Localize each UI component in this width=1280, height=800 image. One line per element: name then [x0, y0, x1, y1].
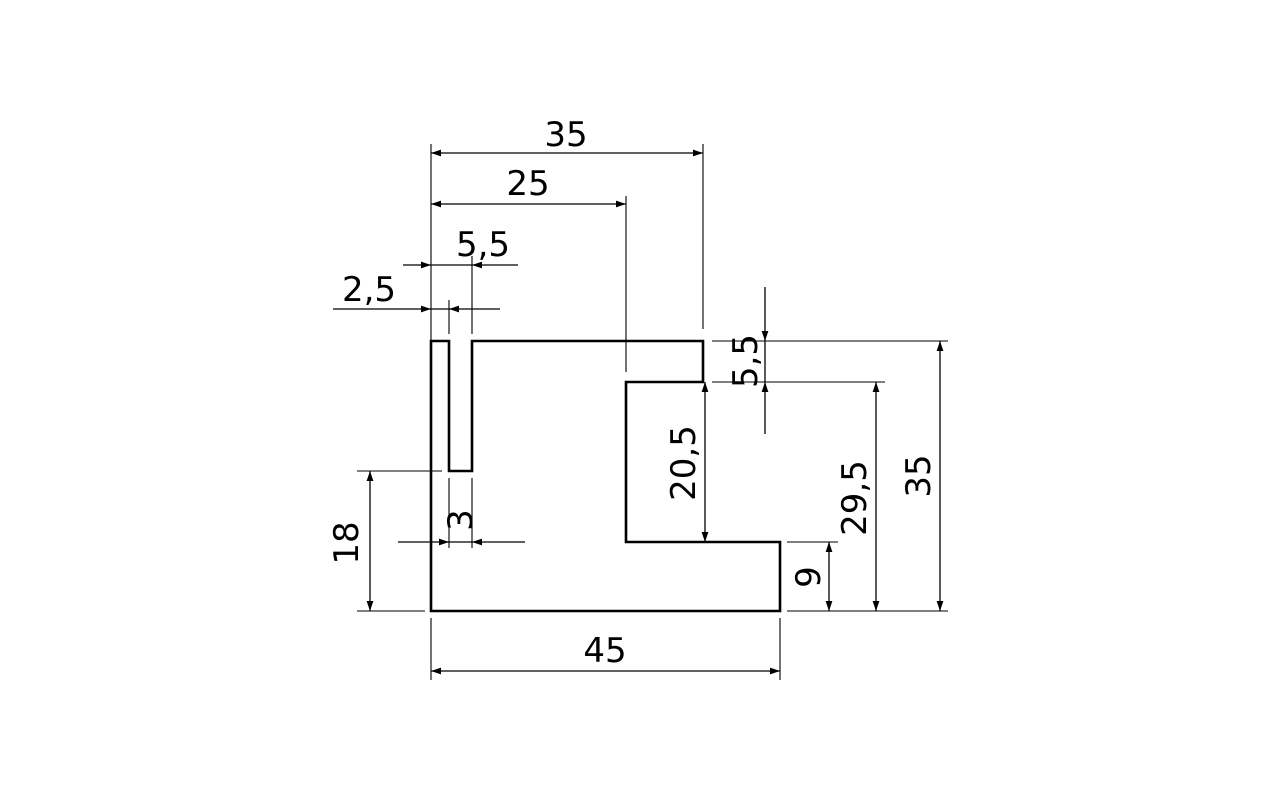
label-foot-height: 9 — [789, 566, 829, 588]
label-inner-height: 29,5 — [835, 460, 875, 536]
dimension-lines — [333, 149, 944, 675]
label-slot-height: 18 — [327, 521, 367, 564]
label-slot-left: 2,5 — [342, 270, 396, 310]
label-inner-width: 25 — [506, 164, 549, 204]
label-total-height: 35 — [899, 454, 939, 497]
dimension-labels: 35 25 5,5 2,5 3 18 45 5,5 20,5 29,5 35 9 — [327, 115, 939, 671]
extension-lines — [357, 144, 948, 680]
label-step-height: 5,5 — [726, 334, 766, 388]
label-recess-height: 20,5 — [664, 425, 704, 501]
label-top-width: 35 — [544, 115, 587, 155]
label-slot-width: 3 — [441, 509, 481, 531]
label-bottom-width: 45 — [583, 631, 626, 671]
label-slot-right: 5,5 — [456, 225, 510, 265]
